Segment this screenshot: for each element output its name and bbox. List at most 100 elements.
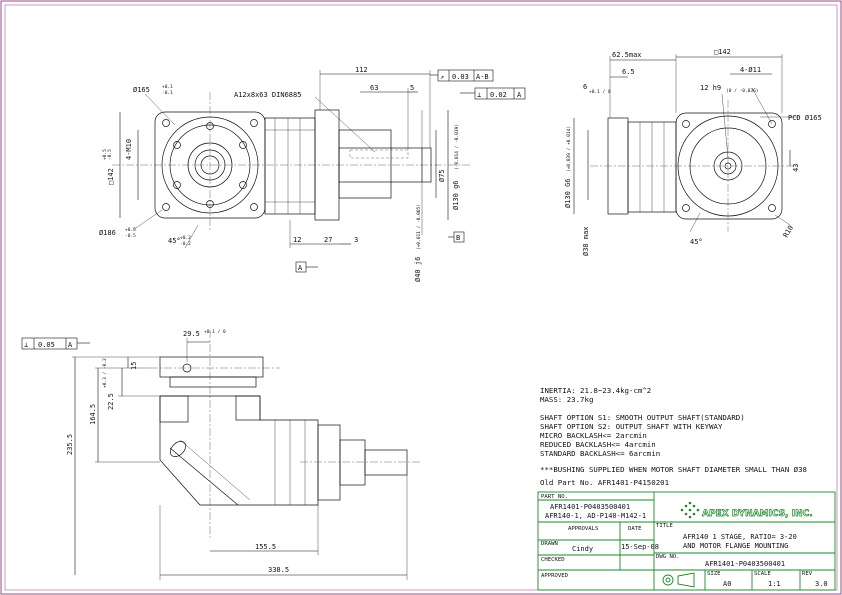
dim-len-29-5: 29.5 — [183, 330, 200, 338]
approved-label: APPROVED — [541, 573, 569, 579]
dim-square-tol-top: +0.5 — [102, 149, 108, 160]
dim-runout-ref: A-B — [476, 73, 489, 81]
dim-thread: 4-M10 — [125, 139, 133, 160]
note-line: STANDARD BACKLASH<= 6arcmin — [540, 449, 660, 458]
note-line: Old Part No. AFR1401-P4150201 — [540, 478, 669, 487]
dim-bolt-circle: Ø165 — [133, 86, 150, 94]
dim-dia-130-g6-tol: (+0.039 / +0.014) — [566, 126, 572, 172]
perp-front-symbol-icon: ⊥ — [24, 341, 28, 349]
company-logo — [680, 501, 700, 519]
size-label: SIZE — [707, 571, 721, 577]
note-line: MICRO BACKLASH<= 2arcmin — [540, 431, 647, 440]
dim-square-tol-bot: -0.5 — [107, 149, 113, 160]
dim-max-62: 62.5max — [612, 51, 642, 59]
title-line-2: AND MOTOR FLANGE MOUNTING — [683, 542, 788, 550]
rev-value: 3.0 — [815, 580, 828, 588]
datum-b: B — [456, 234, 460, 242]
dim-flange-tol-bot: -0.5 — [125, 233, 136, 239]
dim-key-12-tol: (0 / -0.036) — [726, 88, 759, 94]
part-no-2: AFR140-1, AD-P140-M142-1 — [545, 512, 646, 520]
note-line: MASS: 23.7kg — [540, 395, 593, 404]
title-label: TITLE — [656, 523, 673, 529]
dim-len-6-5: 6.5 — [622, 68, 635, 76]
datum-a: A — [298, 264, 303, 272]
dim-len-112: 112 — [355, 66, 368, 74]
dim-len-63: 63 — [370, 84, 378, 92]
dim-angle-tol-bot: -0.2 — [180, 241, 191, 247]
drawn-date: 15-Sep-08 — [621, 543, 659, 551]
dwg-no-label: DWG NO. — [656, 554, 680, 560]
inner-border — [4, 4, 838, 591]
dim-bolt-circle-tol-top: +0.1 — [162, 84, 173, 90]
drawn-label: DRAWN — [541, 541, 558, 547]
dim-dia-130: Ø130 g6 — [452, 180, 460, 210]
part-no-1: AFR1401-P0403500401 — [550, 503, 630, 511]
dim-len-27: 27 — [324, 236, 332, 244]
dim-key: A12x8x63 DIN6885 — [234, 91, 301, 99]
dim-flange-tol-top: +0.5 — [125, 227, 136, 233]
dim-square: □142 — [107, 168, 115, 185]
drawn-by: Cindy — [572, 545, 593, 553]
runout-symbol-icon: ↗ — [440, 73, 444, 81]
note-line: ***BUSHING SUPPLIED WHEN MOTOR SHAFT DIA… — [540, 465, 807, 474]
company-name: APEX DYNAMICS, INC. — [702, 509, 813, 519]
note-line: SHAFT OPTION S2: OUTPUT SHAFT WITH KEYWA… — [540, 422, 723, 431]
front-view — [21, 330, 420, 580]
title-block — [537, 491, 836, 591]
rev-label: REV — [802, 571, 813, 577]
dim-len-338-5: 338.5 — [268, 566, 289, 574]
dim-len-155-5: 155.5 — [255, 543, 276, 551]
dim-len-22-5: 22.5 — [107, 393, 115, 410]
dim-len-43: 43 — [792, 164, 800, 172]
dim-len-29-5-tol: +0.1 / 0 — [204, 329, 226, 335]
side-view — [573, 54, 800, 233]
dim-dia-40-tol: (+0.011 / -0.005) — [416, 204, 422, 250]
dim-key-12: 12 h9 — [700, 84, 721, 92]
projection-symbol-icon — [662, 572, 695, 588]
dim-holes: 4-Ø11 — [740, 66, 761, 74]
dim-front-perp: 0.05 — [38, 341, 55, 349]
dim-flange-dia: Ø186 — [99, 229, 116, 237]
checked-label: CHECKED — [541, 557, 565, 563]
part-no-label: PART NO. — [541, 494, 568, 500]
date-label: DATE — [628, 526, 642, 532]
dim-len-22-5-tol: +0.3 / -0.2 — [102, 358, 108, 388]
title-line-1: AFR140 1 STAGE, RATIO= 3-20 — [683, 533, 797, 541]
dim-runout: 0.03 — [452, 73, 469, 81]
notes-block: INERTIA: 21.8~23.4kg-cm^2 MASS: 23.7kg S… — [540, 386, 807, 487]
dim-dia-130-tol: (-0.014 / -0.039) — [454, 124, 460, 170]
dim-perp: 0.02 — [490, 91, 507, 99]
note-line: SHAFT OPTION S1: SMOOTH OUTPUT SHAFT(STA… — [540, 413, 745, 422]
dim-r10: R10 — [782, 224, 795, 239]
size-value: A0 — [723, 580, 731, 588]
dim-len-3: 3 — [354, 236, 358, 244]
perpendicular-symbol-icon: ⊥ — [477, 91, 481, 99]
dim-bolt-circle-tol-bot: -0.1 — [162, 90, 173, 96]
dim-dia-75: Ø75 — [438, 169, 446, 182]
dwg-no: AFR1401-P0403500401 — [705, 560, 785, 568]
dim-angle: 45° — [168, 237, 181, 245]
dim-dia-38: Ø38 max — [582, 226, 590, 256]
dim-angle-tol-top: +0.2 — [180, 235, 191, 241]
dim-len-6: 6 — [583, 83, 587, 91]
dim-front-perp-ref: A — [68, 341, 73, 349]
dim-len-12: 12 — [293, 236, 301, 244]
dim-pcd: PCD Ø165 — [788, 114, 822, 122]
dim-dia-130-g6: Ø130 G6 — [564, 178, 572, 208]
dim-len-5: 5 — [410, 84, 414, 92]
dim-len-164-5: 164.5 — [89, 404, 97, 425]
dim-dia-40: Ø40 j6 — [414, 257, 422, 282]
note-line: REDUCED BACKLASH<= 4arcmin — [540, 440, 656, 449]
scale-label: SCALE — [754, 571, 771, 577]
dim-len-6-tol: +0.1 / 0 — [589, 89, 611, 95]
dim-perp-ref: A — [517, 91, 522, 99]
dim-len-235-5: 235.5 — [66, 434, 74, 455]
top-view — [112, 69, 526, 273]
dim-len-15: 15 — [130, 362, 138, 370]
note-line: INERTIA: 21.8~23.4kg-cm^2 — [540, 386, 651, 395]
approvals-label: APPROVALS — [568, 526, 598, 532]
dim-side-angle: 45° — [690, 238, 703, 246]
scale-value: 1:1 — [768, 580, 781, 588]
